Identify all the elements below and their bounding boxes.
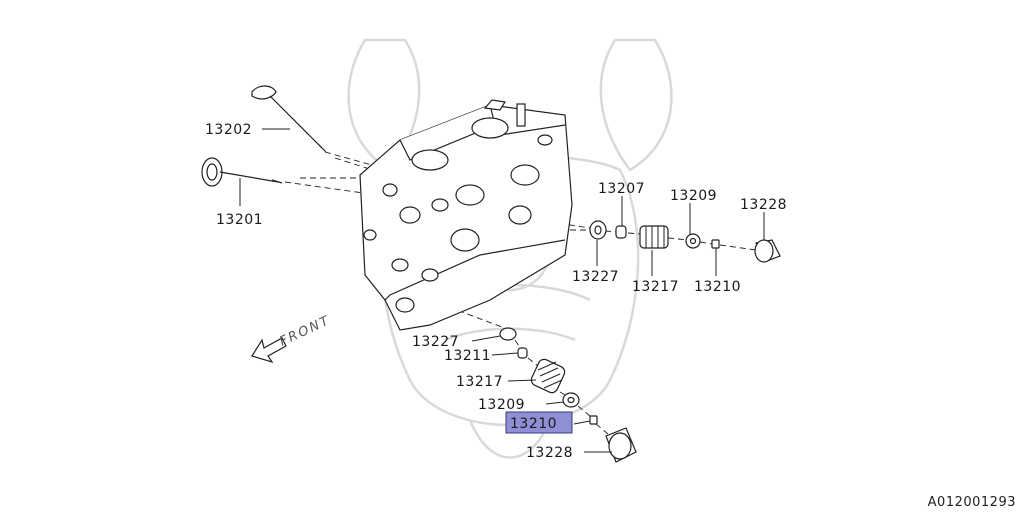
lifter-13228-lower[interactable] [605, 427, 637, 463]
part-label-13217-upper[interactable]: 13217 [632, 279, 679, 295]
part-label-13202[interactable]: 13202 [205, 122, 252, 138]
spring-retainer-13209-lower[interactable] [562, 392, 580, 408]
part-label-13217-lower[interactable]: 13217 [456, 374, 503, 390]
front-label: FRONT [277, 313, 333, 350]
valve-13201[interactable] [201, 157, 283, 187]
part-label-13210-lower[interactable]: 13210 [510, 416, 557, 432]
spring-seat-13211[interactable] [517, 347, 528, 359]
valve-spring-13217-lower[interactable] [529, 357, 566, 394]
front-direction-arrow: FRONT [251, 313, 333, 364]
valve-cotter-13210-upper[interactable] [711, 239, 720, 249]
part-label-13207[interactable]: 13207 [598, 181, 645, 197]
valve-spring-13217-upper[interactable] [639, 225, 669, 249]
part-labels: 13202 13201 13207 13209 13228 13227 1321… [205, 122, 787, 461]
lifter-13228-upper[interactable] [754, 239, 781, 263]
part-label-13228-lower[interactable]: 13228 [526, 445, 573, 461]
valve-stem-seal-13227-upper[interactable] [589, 220, 607, 240]
part-label-13227-upper[interactable]: 13227 [572, 269, 619, 285]
part-label-13201[interactable]: 13201 [216, 212, 263, 228]
valve-13202[interactable] [251, 85, 327, 153]
part-label-13211[interactable]: 13211 [444, 348, 491, 364]
valve-stem-seal-13227-lower[interactable] [499, 327, 517, 341]
cylinder-head[interactable] [359, 99, 573, 331]
spring-retainer-13209-upper[interactable] [685, 233, 701, 249]
leader-lines [239, 128, 765, 453]
part-label-13210-upper[interactable]: 13210 [694, 279, 741, 295]
part-label-13228-upper[interactable]: 13228 [740, 197, 787, 213]
part-label-13209-upper[interactable]: 13209 [670, 188, 717, 204]
valve-cotter-13210-lower[interactable] [589, 415, 598, 425]
diagram-code: A012001293 [927, 495, 1016, 510]
highlighted-part-box [505, 411, 573, 434]
valve-spring-seat-13207[interactable] [615, 225, 627, 239]
part-label-13209-lower[interactable]: 13209 [478, 397, 525, 413]
part-label-13227-lower[interactable]: 13227 [412, 334, 459, 350]
